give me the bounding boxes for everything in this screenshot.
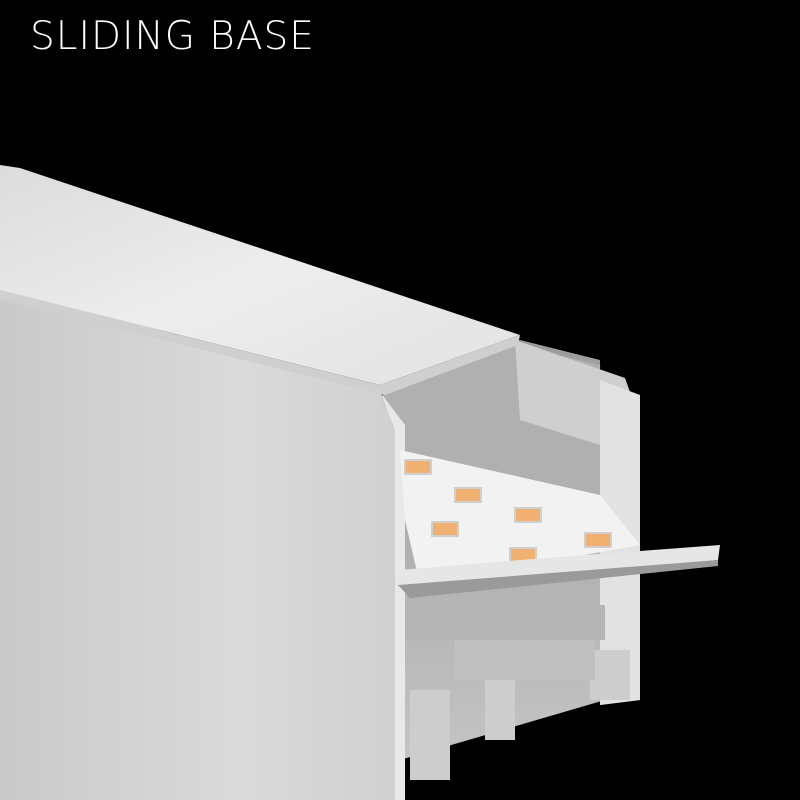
led-chip <box>454 487 482 503</box>
profile-feet <box>405 605 630 780</box>
led-chip <box>584 532 612 548</box>
image-title: SLIDING BASE <box>30 14 315 59</box>
profile-front-edge <box>380 392 405 800</box>
led-chip <box>404 459 432 475</box>
led-chip <box>514 507 542 523</box>
diffuser-cover <box>0 165 520 385</box>
led-chip <box>431 521 459 537</box>
profile-side-face <box>0 285 400 800</box>
sliding-base-edge <box>398 560 718 598</box>
led-chips <box>404 459 612 563</box>
